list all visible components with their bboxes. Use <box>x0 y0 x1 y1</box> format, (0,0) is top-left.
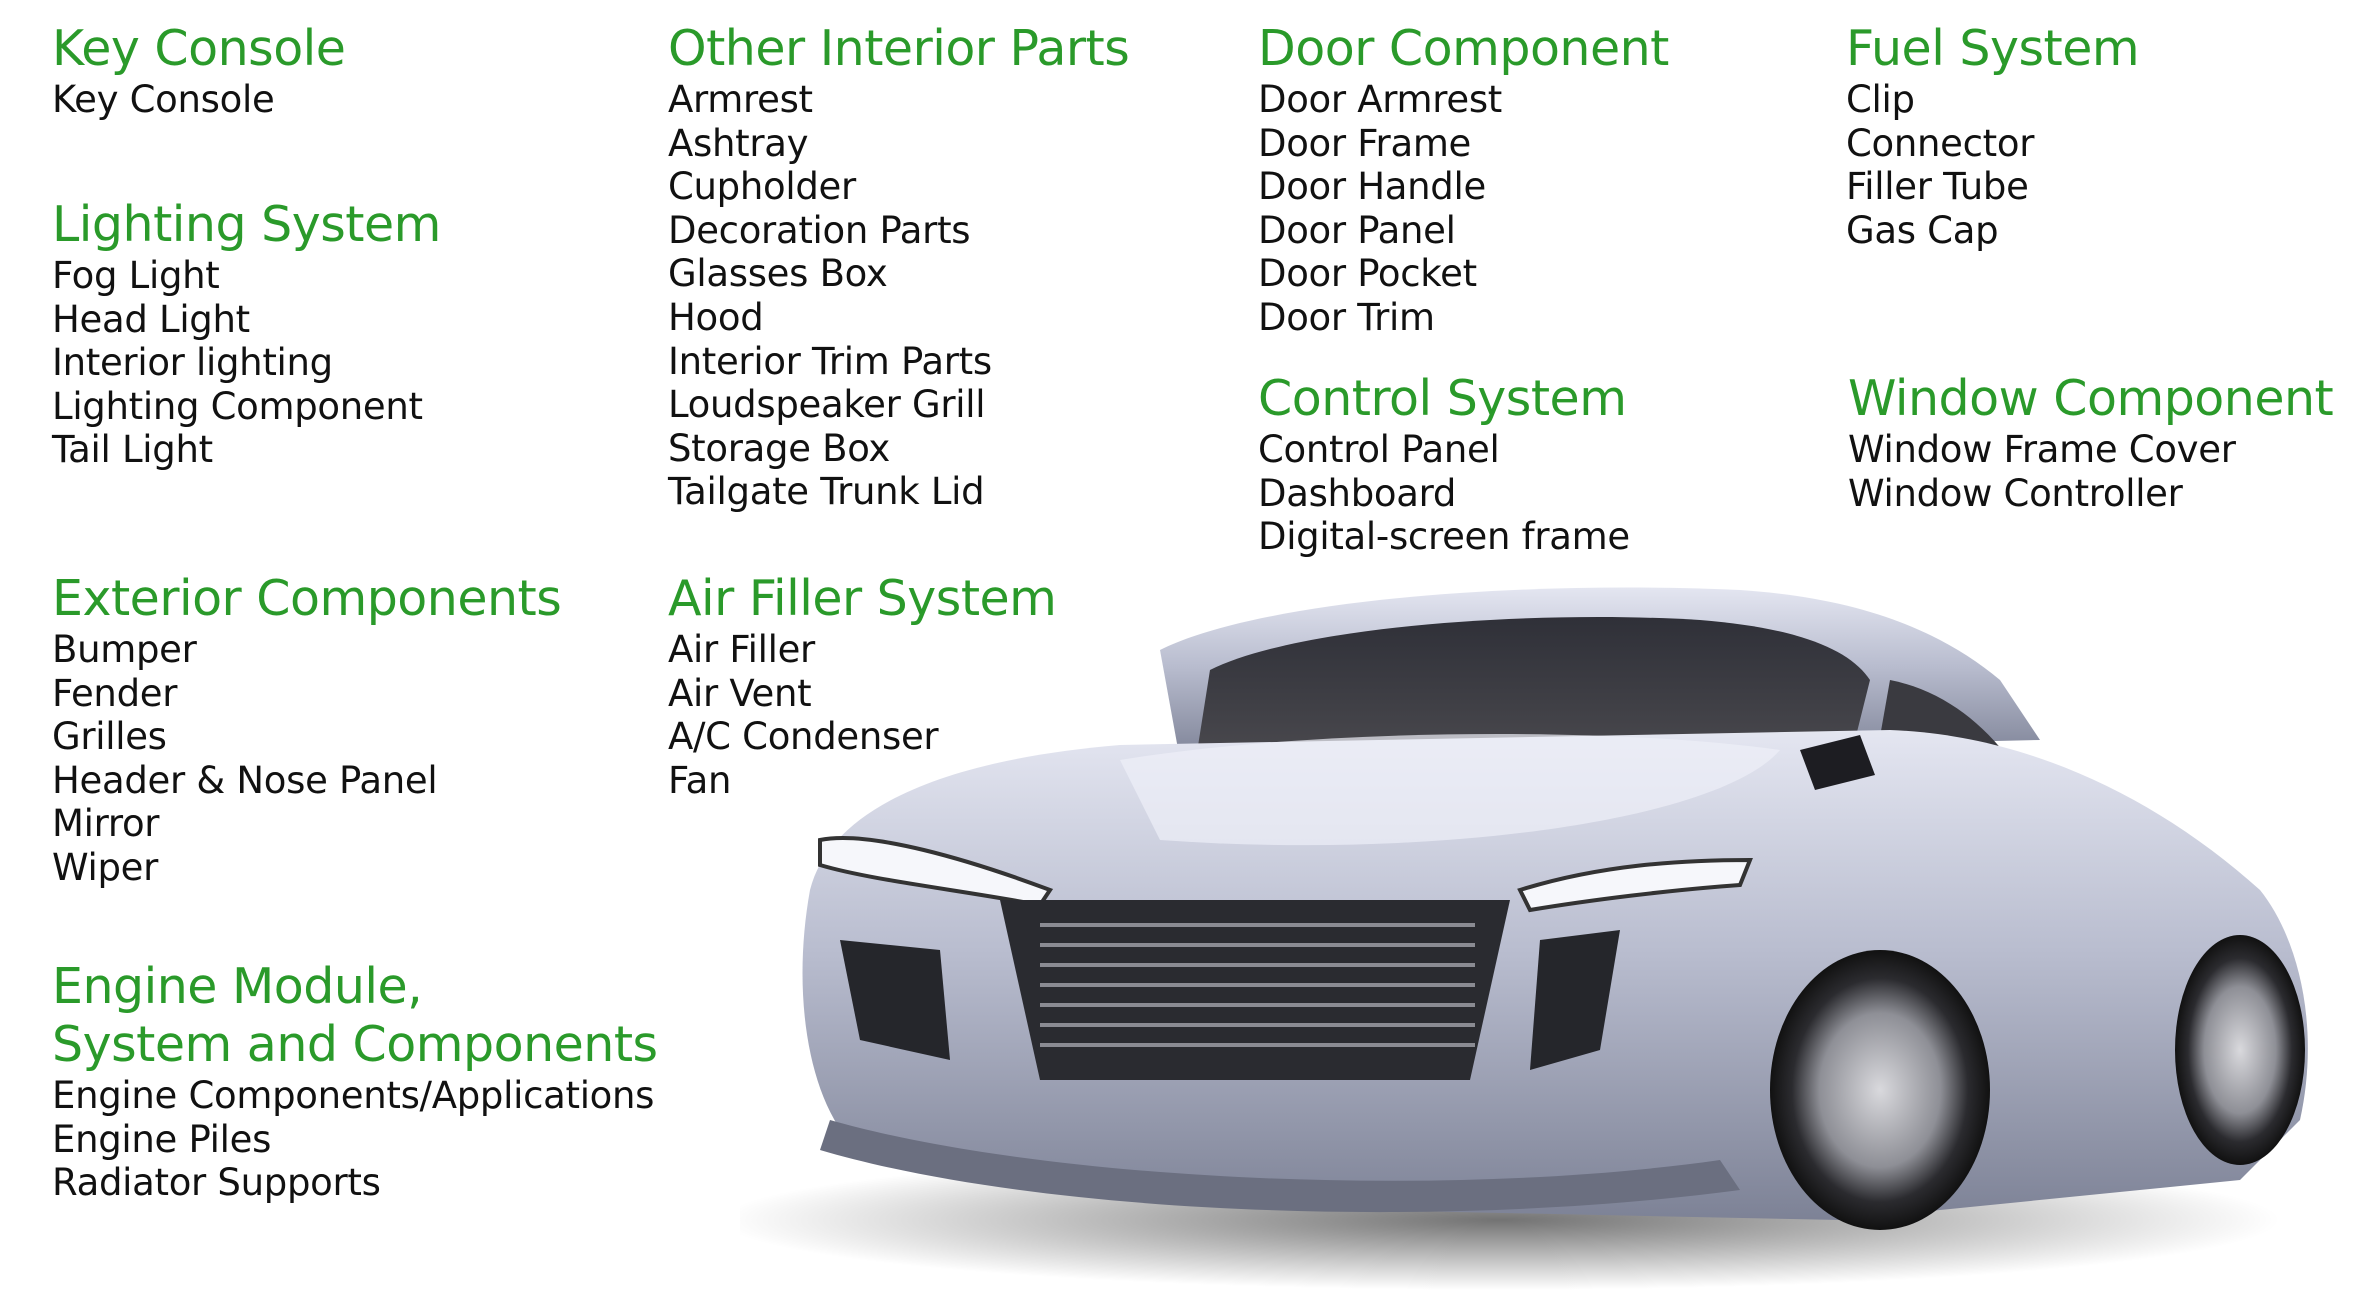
list-item: Filler Tube <box>1846 165 2029 209</box>
list-item: Window Controller <box>1848 471 2183 515</box>
list-item: Loudspeaker Grill <box>668 383 986 427</box>
list-item: Grilles <box>52 715 167 759</box>
other-interior-parts-group: Other Interior Parts Armrest Ashtray Cup… <box>668 20 1130 514</box>
list-item: Dashboard <box>1258 471 1457 515</box>
list-item: Digital-screen frame <box>1258 515 1630 559</box>
control-system-group: Control System Control Panel Dashboard D… <box>1258 370 1630 559</box>
list-item: Door Panel <box>1258 208 1456 252</box>
list-item: Hood <box>668 295 764 339</box>
group-title: Door Component <box>1258 20 1669 77</box>
list-item: Storage Box <box>668 426 891 470</box>
list-item: Door Pocket <box>1258 252 1477 296</box>
list-item: Wiper <box>52 845 159 889</box>
group-title: Fuel System <box>1846 20 2140 77</box>
list-item: Tail Light <box>52 428 213 472</box>
window-component-group: Window Component Window Frame Cover Wind… <box>1848 370 2334 515</box>
group-title: Window Component <box>1848 370 2334 427</box>
list-item: Clip <box>1846 78 1915 121</box>
list-item: Radiator Supports <box>52 1161 381 1205</box>
engine-module-group: Engine Module, System and Components Eng… <box>52 958 658 1205</box>
group-title: Control System <box>1258 370 1627 427</box>
fuel-system-group: Fuel System Clip Connector Filler Tube G… <box>1846 20 2140 252</box>
group-title: Other Interior Parts <box>668 20 1130 77</box>
list-item: Engine Components/Applications <box>52 1074 655 1117</box>
group-title: Lighting System <box>52 196 441 253</box>
group-title: Air Filler System <box>668 570 1057 627</box>
list-item: A/C Condenser <box>668 715 939 759</box>
list-item: Fog Light <box>52 254 220 297</box>
list-item: Tailgate Trunk Lid <box>668 470 985 514</box>
list-item: Door Trim <box>1258 295 1435 339</box>
group-title: Key Console <box>52 20 346 77</box>
list-item: Key Console <box>52 78 275 121</box>
car-illustration <box>740 587 2308 1290</box>
list-item: Ashtray <box>668 121 809 165</box>
list-item: Header & Nose Panel <box>52 758 438 802</box>
list-item: Door Frame <box>1258 121 1472 165</box>
list-item: Head Light <box>52 297 250 341</box>
list-item: Cupholder <box>668 165 856 209</box>
exterior-components-group: Exterior Components Bumper Fender Grille… <box>52 570 562 890</box>
list-item: Door Handle <box>1258 165 1486 209</box>
list-item: Connector <box>1846 121 2035 165</box>
list-item: Glasses Box <box>668 252 888 296</box>
list-item: Interior Trim Parts <box>668 339 992 383</box>
list-item: Lighting Component <box>52 384 423 428</box>
lighting-system-group: Lighting System Fog Light Head Light Int… <box>52 196 441 472</box>
list-item: Control Panel <box>1258 428 1500 471</box>
list-item: Mirror <box>52 802 160 846</box>
key-console-group: Key Console Key Console <box>52 20 346 122</box>
list-item: Engine Piles <box>52 1117 272 1161</box>
list-item: Interior lighting <box>52 341 333 385</box>
list-item: Air Filler <box>668 628 815 671</box>
group-title: Exterior Components <box>52 570 562 627</box>
list-item: Decoration Parts <box>668 208 971 252</box>
list-item: Fan <box>668 758 732 802</box>
group-title: Engine Module, <box>52 958 423 1015</box>
list-item: Armrest <box>668 78 813 121</box>
list-item: Window Frame Cover <box>1848 428 2236 471</box>
air-filler-system-group: Air Filler System Air Filler Air Vent A/… <box>668 570 1057 802</box>
group-title-line-2: System and Components <box>52 1016 658 1073</box>
list-item: Fender <box>52 671 178 715</box>
list-item: Gas Cap <box>1846 208 1999 252</box>
list-item: Door Armrest <box>1258 78 1503 121</box>
list-item: Air Vent <box>668 671 812 715</box>
list-item: Bumper <box>52 628 197 671</box>
door-component-group: Door Component Door Armrest Door Frame D… <box>1258 20 1669 340</box>
